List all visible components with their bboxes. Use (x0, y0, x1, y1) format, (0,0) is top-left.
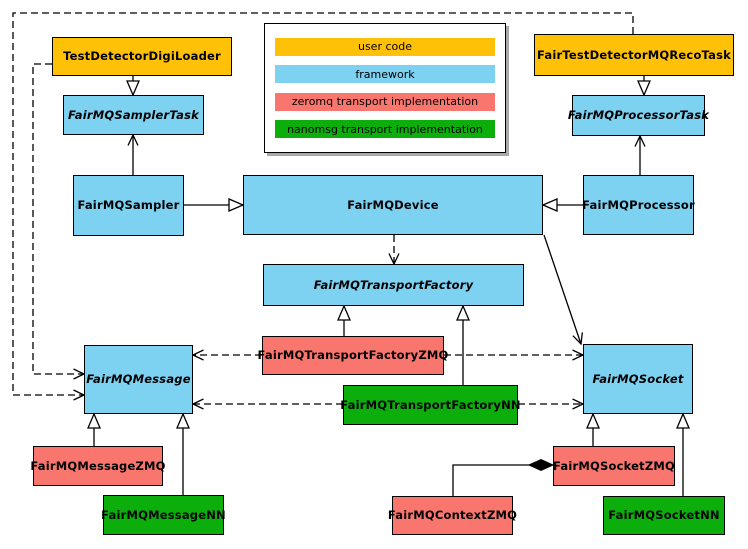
node-fairmqtransportfactoryzmq: FairMQTransportFactoryZMQ (258, 336, 448, 375)
legend-item-zeromq: zeromq transport implementation (275, 92, 495, 111)
node-label: FairMQMessage (86, 372, 191, 387)
legend-item-user: user code (275, 37, 495, 56)
node-fairmqprocessor: FairMQProcessor (582, 175, 695, 235)
node-fairmqsamplertask: FairMQSamplerTask (63, 95, 204, 135)
node-label: FairMQSocketZMQ (553, 458, 675, 473)
node-fairmqcontextzmq: FairMQContextZMQ (388, 496, 517, 535)
node-label: FairMQTransportFactoryNN (340, 397, 521, 412)
node-fairmqmessagezmq: FairMQMessageZMQ (30, 446, 166, 486)
node-label: FairMQTransportFactory (313, 277, 474, 292)
node-fairmqsocket: FairMQSocket (583, 344, 693, 414)
legend-item-label: nanomsg transport implementation (287, 122, 483, 136)
node-label: FairMQSampler (77, 198, 180, 213)
node-label: FairMQSocketNN (608, 508, 720, 523)
node-testdetectordigiloader: TestDetectorDigiLoader (52, 37, 232, 76)
legend-item-label: zeromq transport implementation (291, 95, 479, 109)
edge-fairmqcontextzmq-to-fairmqsocketzmq (452, 465, 553, 496)
legend-box: user code framework zeromq transport imple… (264, 23, 506, 153)
node-label: FairMQDevice (347, 197, 439, 212)
node-fairmqtransportfactory: FairMQTransportFactory (263, 264, 524, 306)
legend-item-label: framework (355, 67, 415, 81)
node-label: FairMQMessageNN (101, 507, 226, 522)
node-fairmqdevice: FairMQDevice (243, 175, 543, 235)
node-fairmqprocessortask: FairMQProcessorTask (568, 95, 709, 136)
node-label: FairMQContextZMQ (387, 508, 518, 523)
node-label: FairMQTransportFactoryZMQ (257, 348, 449, 363)
node-label: FairMQSocket (592, 371, 684, 386)
legend-item-label: user code (357, 40, 413, 54)
node-fairmqmessage: FairMQMessage (84, 345, 193, 414)
node-fairmqtransportfactorynn: FairMQTransportFactoryNN (340, 385, 521, 425)
node-label: FairMQMessageZMQ (30, 458, 166, 473)
node-fairmqsocketnn: FairMQSocketNN (603, 496, 725, 535)
node-label: FairMQSamplerTask (68, 107, 199, 122)
edge-testdetectordigiloader-to-fairmqmessage (32, 63, 86, 380)
node-label: FairMQProcessorTask (567, 108, 710, 123)
node-fairmqmessagenn: FairMQMessageNN (101, 495, 226, 535)
node-label: TestDetectorDigiLoader (63, 49, 221, 64)
node-fairmqsampler: FairMQSampler (73, 175, 184, 236)
legend-item-nanomsg: nanomsg transport implementation (275, 120, 495, 139)
legend-item-framework: framework (275, 65, 495, 84)
edge-fairmqdevice-to-fairmqsocket (543, 234, 584, 346)
node-label: FairMQProcessor (582, 197, 695, 212)
edge-fairtestdetectormqrecotask-to-fairmqmessage (12, 12, 634, 401)
node-fairmqsocketzmq: FairMQSocketZMQ (553, 446, 675, 486)
node-label: FairTestDetectorMQRecoTask (537, 47, 731, 62)
node-fairtestdetectormqrecotask: FairTestDetectorMQRecoTask (534, 34, 734, 76)
